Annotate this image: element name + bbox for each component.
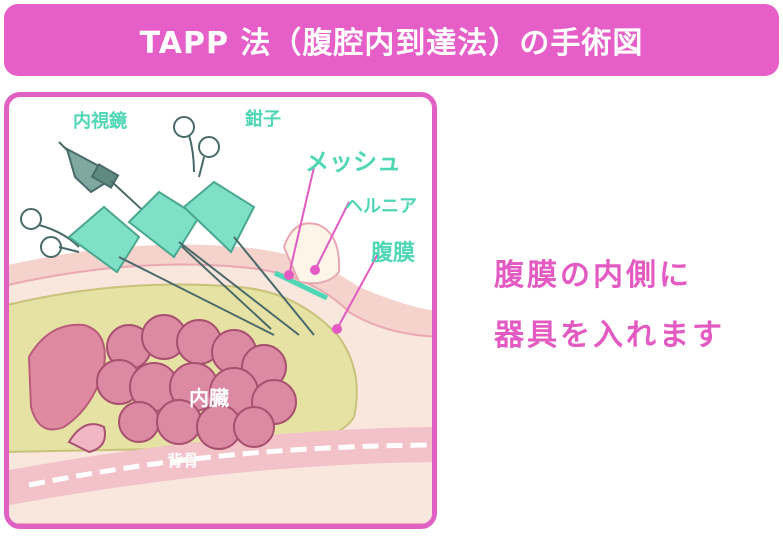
page-title: TAPP 法（腹腔内到達法）の手術図 xyxy=(139,26,644,61)
label-viscera: 内臓 xyxy=(189,386,229,410)
gut-bottom xyxy=(67,423,106,454)
leader-lines xyxy=(284,166,380,334)
label-endoscope: 内視鏡 xyxy=(73,111,127,132)
description-line-1: 腹膜の内側に xyxy=(494,258,692,293)
instrument-1 xyxy=(118,256,275,336)
trocar-3 xyxy=(182,180,256,254)
instrument-2 xyxy=(178,241,300,336)
label-spine: 背骨 xyxy=(167,451,200,470)
instrument-3 xyxy=(233,236,315,336)
label-mesh: メッシュ xyxy=(305,148,401,176)
surgery-illustration: 内視鏡 鉗子 メッシュ ヘルニア 腹膜 内臓 背骨 xyxy=(4,92,437,529)
intestines xyxy=(96,314,297,450)
endoscope xyxy=(58,141,272,330)
mesh xyxy=(273,270,329,301)
description-line-2: 器具を入れます xyxy=(494,318,725,353)
trocar-1 xyxy=(67,205,141,274)
title-banner: TAPP 法（腹腔内到達法）の手術図 xyxy=(4,4,779,76)
label-forceps: 鉗子 xyxy=(245,109,281,130)
forceps-2 xyxy=(173,116,220,178)
forceps-1 xyxy=(20,208,80,258)
spine-dashes xyxy=(28,442,432,488)
label-hernia: ヘルニア xyxy=(345,196,417,217)
surgery-diagram xyxy=(9,116,432,524)
label-peritoneum: 腹膜 xyxy=(371,241,416,266)
